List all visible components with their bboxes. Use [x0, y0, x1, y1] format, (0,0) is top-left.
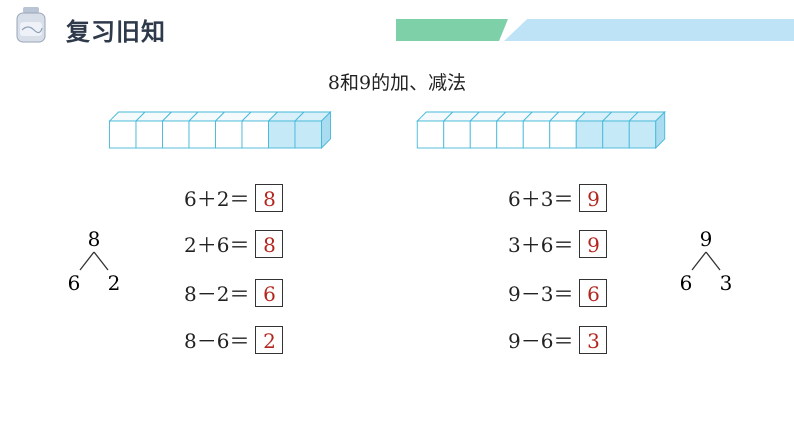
decomp-whole: 9 — [700, 227, 713, 251]
cube-highlighted — [601, 111, 640, 149]
cube — [240, 111, 279, 149]
jar-icon — [16, 7, 46, 43]
equation-row: 8－6＝2 — [184, 325, 284, 354]
cube-highlighted — [267, 111, 306, 149]
equation-row: 9－6＝3 — [508, 325, 608, 354]
answer-box: 2 — [255, 325, 284, 354]
cube — [495, 111, 534, 149]
decomp-part-a: 6 — [680, 271, 693, 295]
decomp-part-a: 6 — [68, 271, 81, 295]
cube-strip-nine — [416, 110, 666, 150]
cube-strip-eight — [108, 110, 332, 150]
equation-expression: 6＋3＝ — [508, 187, 574, 211]
equation-row: 6＋3＝9 — [508, 183, 608, 212]
header-band-blue — [504, 19, 794, 41]
equation-row: 3＋6＝9 — [508, 229, 608, 258]
decomposition-nine: 9 6 3 — [680, 227, 733, 295]
equation-expression: 9－6＝ — [508, 329, 574, 353]
equation-row: 6＋2＝8 — [184, 183, 284, 212]
cube — [522, 111, 560, 149]
cube — [187, 111, 226, 149]
answer-box: 9 — [579, 183, 608, 212]
equation-expression: 3＋6＝ — [508, 233, 574, 257]
decomposition-eight: 8 6 2 — [68, 227, 121, 295]
cube-highlighted — [293, 110, 332, 150]
cube — [469, 111, 507, 149]
cube — [108, 111, 147, 149]
decomp-part-b: 3 — [720, 271, 733, 295]
answer-box: 6 — [255, 278, 284, 307]
equation-expression: 9－3＝ — [508, 282, 574, 306]
cube — [161, 111, 200, 149]
decomp-part-b: 2 — [108, 271, 121, 295]
equation-row: 9－3＝6 — [508, 278, 608, 307]
equation-expression: 2＋6＝ — [184, 233, 250, 257]
lesson-subtitle: 8和9的加、减法 — [327, 72, 467, 94]
cube — [548, 111, 587, 149]
equation-expression: 6＋2＝ — [184, 187, 250, 211]
answer-box: 6 — [579, 278, 608, 307]
header-band-green — [396, 19, 508, 41]
decomp-whole: 8 — [88, 227, 101, 251]
answer-box: 3 — [579, 325, 608, 354]
equation-row: 8－2＝6 — [184, 278, 284, 307]
equation-row: 2＋6＝8 — [184, 229, 284, 258]
cube — [416, 111, 454, 149]
cube-highlighted — [628, 110, 666, 150]
answer-box: 8 — [255, 183, 284, 212]
equation-expression: 8－6＝ — [184, 329, 250, 353]
page-title: 复习旧知 — [66, 18, 166, 46]
equation-expression: 8－2＝ — [184, 282, 250, 306]
answer-box: 8 — [255, 229, 284, 258]
answer-box: 9 — [579, 229, 608, 258]
